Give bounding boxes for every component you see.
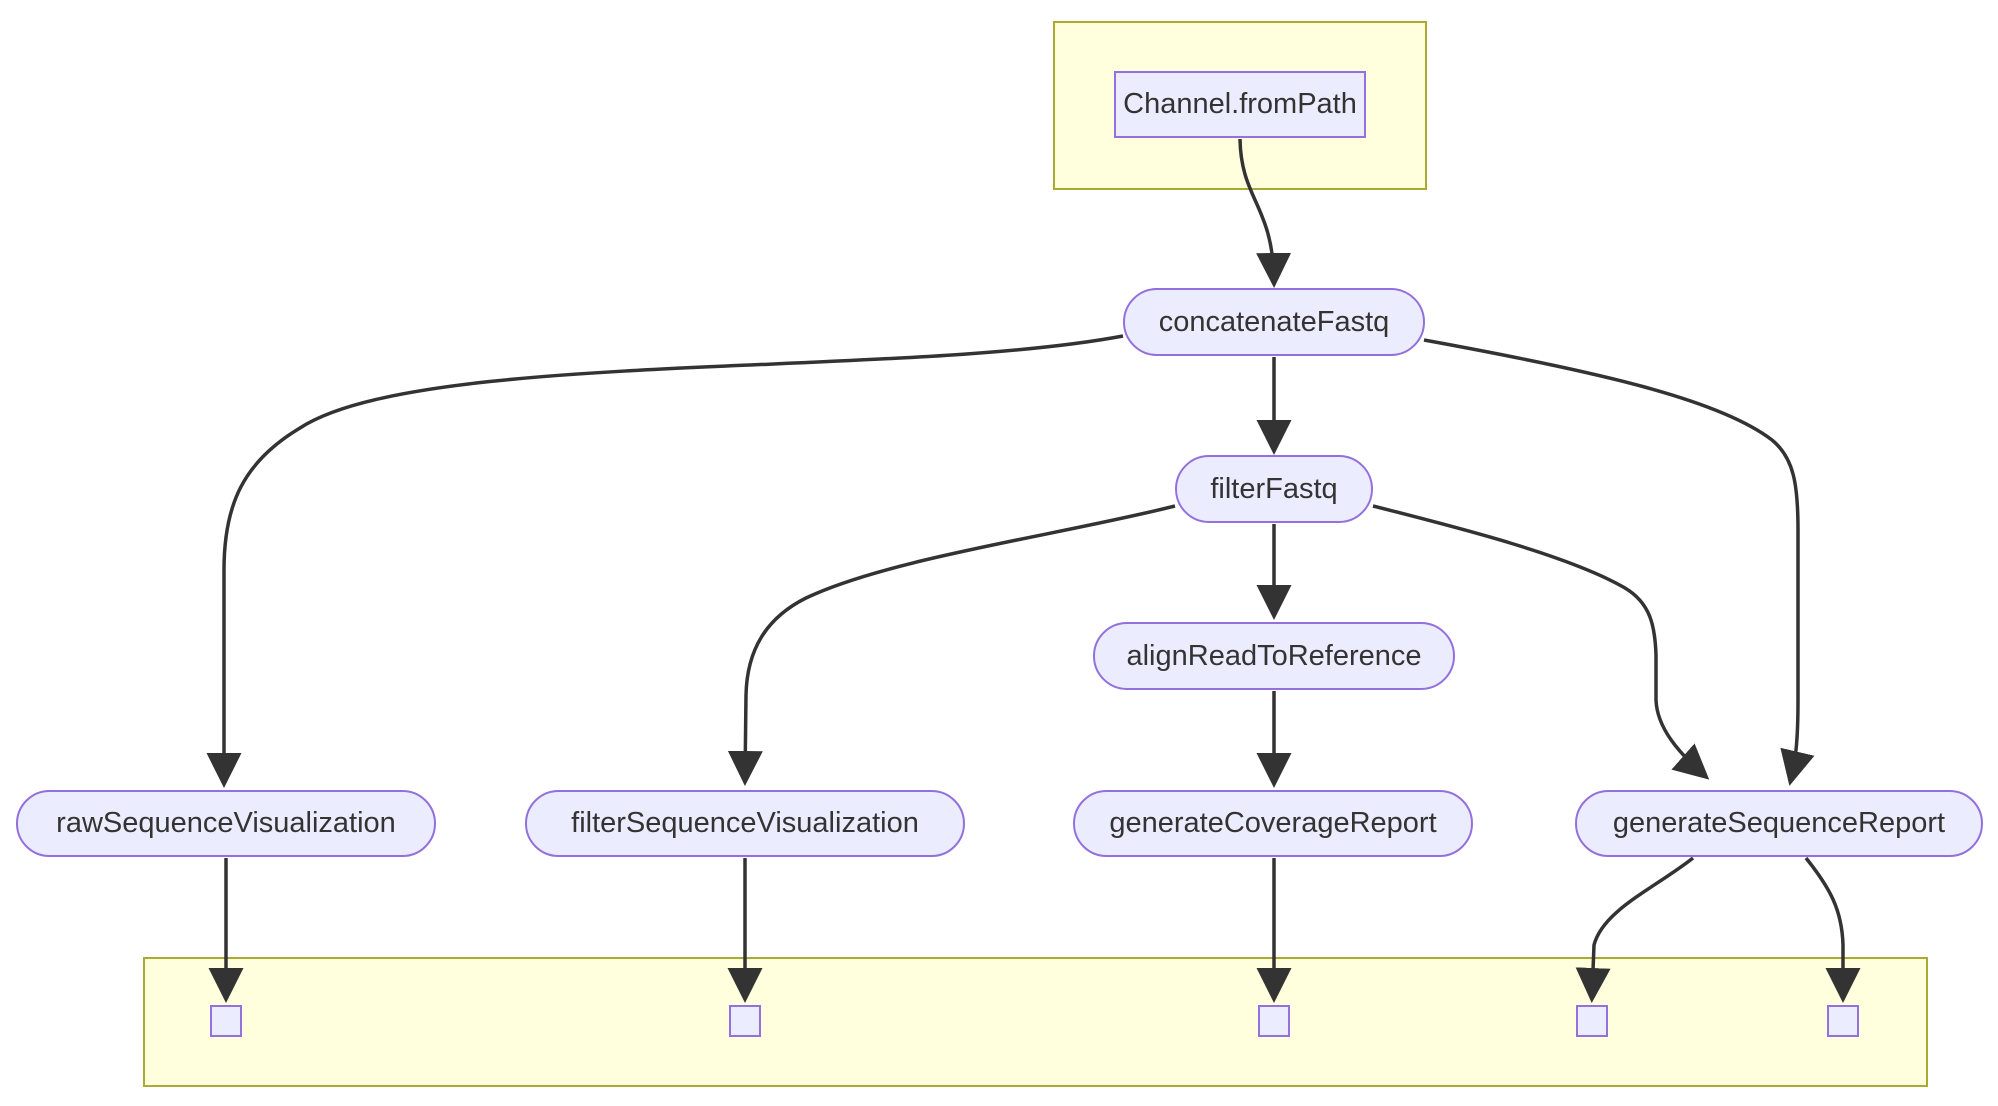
node-filtersequencevisualization-label: filterSequenceVisualization: [571, 807, 919, 839]
edge-generateSequenceReport-output-right: [1804, 856, 1861, 1003]
node-filtersequencevisualization: filterSequenceVisualization: [525, 790, 965, 857]
output-point-5: [1827, 1005, 1859, 1037]
node-alignreadtoreference: alignReadToReference: [1093, 622, 1455, 690]
edge-concatenateFastq-generateSequenceReport: [1423, 338, 1815, 786]
node-filterfastq-label: filterFastq: [1210, 472, 1338, 505]
output-point-2: [729, 1005, 761, 1037]
output-point-1: [210, 1005, 242, 1037]
edge-filterFastq-generateSequenceReport: [1372, 504, 1710, 780]
node-generatecoveragereport-label: generateCoverageReport: [1109, 807, 1437, 839]
node-channel-frompath-label: Channel.fromPath: [1123, 88, 1357, 120]
node-rawsequencevisualization: rawSequenceVisualization: [16, 790, 436, 857]
node-generatesequencereport-label: generateSequenceReport: [1612, 807, 1946, 839]
edge-generateSequenceReport-output-left: [1575, 856, 1695, 1003]
subgraph-output-group: [143, 957, 1928, 1087]
edge-channel_fromPath-concatenateFastq: [1238, 138, 1292, 288]
edge-filterFastq-filterSequenceVisualization: [727, 504, 1176, 786]
node-generatecoveragereport: generateCoverageReport: [1073, 790, 1473, 857]
node-rawsequencevisualization-label: rawSequenceVisualization: [56, 807, 396, 839]
edge-concatenateFastq-rawSequenceVisualization: [206, 334, 1124, 788]
node-filterfastq: filterFastq: [1175, 455, 1373, 523]
node-concatenatefastq-label: concatenateFastq: [1158, 305, 1390, 338]
node-alignreadtoreference-label: alignReadToReference: [1126, 639, 1422, 672]
output-point-4: [1576, 1005, 1608, 1037]
node-concatenatefastq: concatenateFastq: [1123, 288, 1425, 356]
node-generatesequencereport: generateSequenceReport: [1575, 790, 1983, 857]
output-point-3: [1258, 1005, 1290, 1037]
node-channel-frompath: Channel.fromPath: [1114, 71, 1366, 138]
